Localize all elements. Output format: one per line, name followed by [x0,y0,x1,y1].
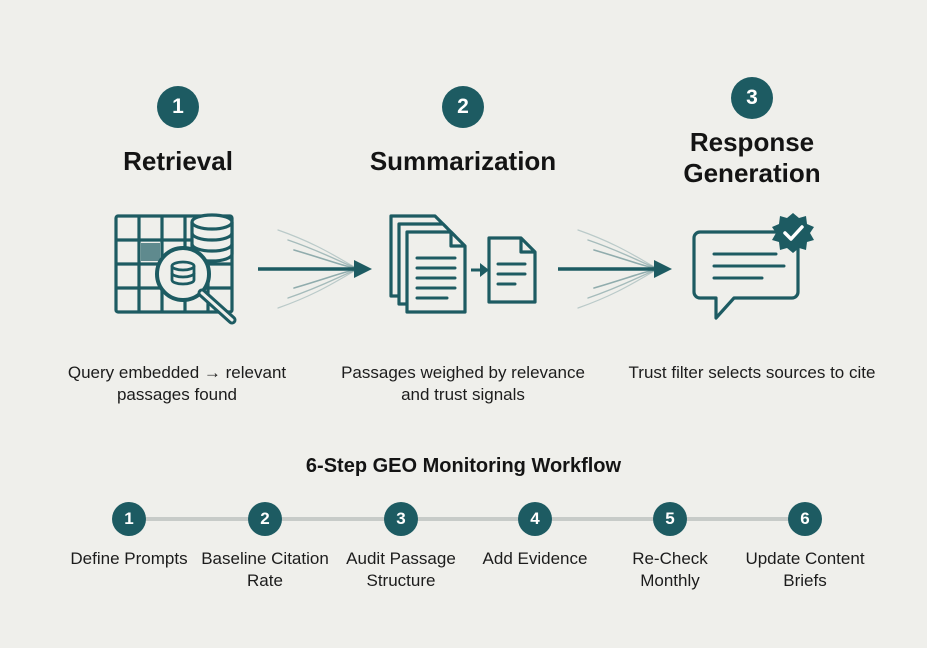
stage-3-number-badge: 3 [731,77,773,119]
stage-2-number-badge: 2 [442,86,484,128]
workflow-step-3-label: Audit Passage Structure [346,549,456,590]
stage-3-title: Response Generation [683,127,821,188]
workflow-step-3-dot: 3 [384,502,418,536]
workflow-step-1-label: Define Prompts [70,549,188,568]
workflow-step-4-label: Add Evidence [482,549,588,568]
workflow-step-1-dot: 1 [112,502,146,536]
workflow-step-5-label: Re-Check Monthly [632,549,708,590]
chat-verified-icon [692,213,814,320]
workflow-step-6-label: Update Content Briefs [745,549,865,590]
workflow-step-2-dot: 2 [248,502,282,536]
flow-arrow-2 [558,229,672,309]
stage-1-description: Query embedded → relevant passages found [67,363,287,404]
documents-summary-icon [389,214,537,314]
database-search-icon [114,213,237,325]
stage-1-title: Retrieval [123,146,233,176]
flow-arrow-1 [258,229,372,309]
stage-2-title: Summarization [369,146,557,176]
workflow-step-4-dot: 4 [518,502,552,536]
workflow-step-2-label: Baseline Citation Rate [201,549,329,590]
stage-3-description: Trust filter selects sources to cite [628,363,876,382]
workflow-step-6-dot: 6 [788,502,822,536]
workflow-connector-line [130,517,808,521]
workflow-title: 6-Step GEO Monitoring Workflow [305,455,622,477]
workflow-step-5-dot: 5 [653,502,687,536]
stage-2-description: Passages weighed by relevance and trust … [341,363,585,404]
stage-1-number-badge: 1 [157,86,199,128]
